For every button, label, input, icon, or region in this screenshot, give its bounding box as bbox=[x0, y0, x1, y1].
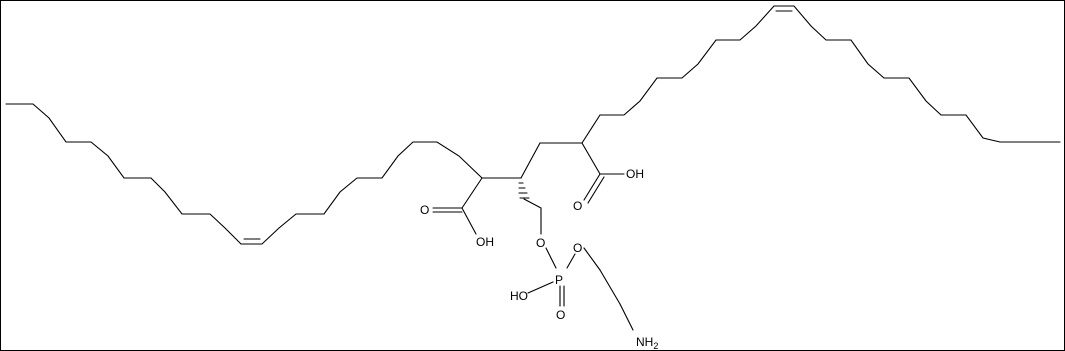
bond-p-to-o2 bbox=[566, 253, 576, 269]
bond-chiral-to-ch2 bbox=[520, 142, 541, 179]
hashed-wedge bbox=[518, 182, 530, 199]
bond-o-to-p bbox=[545, 247, 557, 269]
label-o-phosphoryl: O bbox=[556, 308, 565, 322]
bond-o2-to-ch2 bbox=[583, 247, 601, 271]
right-chain bbox=[599, 5, 1061, 143]
label-amine-sub: 2 bbox=[653, 341, 658, 351]
label-oh-right-acid: OH bbox=[626, 167, 644, 181]
label-o-carbonyl-left: O bbox=[420, 203, 429, 217]
right-ch-up bbox=[581, 114, 601, 144]
bond-ch2-to-n bbox=[619, 303, 634, 331]
left-chain bbox=[5, 103, 483, 245]
label-amine-n: NH bbox=[636, 335, 653, 349]
right-co-double-a bbox=[583, 173, 601, 201]
label-oh-left-acid: OH bbox=[476, 235, 494, 249]
bond-left-ch-to-acid bbox=[461, 177, 483, 209]
left-c-oh bbox=[461, 207, 477, 235]
label-phosphorus: P bbox=[555, 273, 563, 287]
label-o-ester-left: O bbox=[536, 236, 545, 250]
right-ch-to-acid bbox=[581, 142, 601, 175]
bond-p-to-oh bbox=[527, 281, 554, 294]
label-o-carbonyl-right: O bbox=[573, 199, 582, 213]
label-oh-phosphate: HO bbox=[510, 289, 528, 303]
label-o-ester-right: O bbox=[573, 241, 582, 255]
bond-ch2-to-o bbox=[523, 198, 542, 209]
bond-ch2-ch2 bbox=[599, 269, 621, 305]
right-co-double-b bbox=[587, 176, 605, 204]
label-amine: NH2 bbox=[636, 335, 658, 351]
bond-skeleton-main bbox=[5, 5, 1061, 331]
